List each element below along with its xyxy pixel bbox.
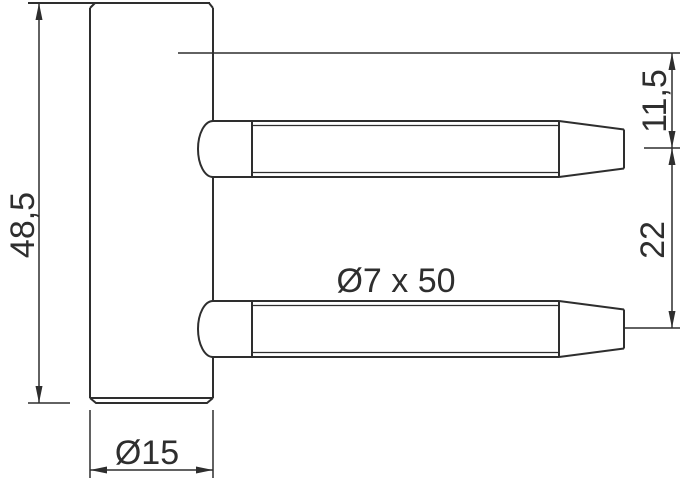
body-bottom-chamfer bbox=[89, 397, 214, 404]
lower-pin bbox=[197, 300, 625, 358]
dim-label-body-diameter: Ø15 bbox=[115, 434, 179, 472]
hinge-body bbox=[28, 2, 214, 404]
dim-body-diameter: Ø15 bbox=[89, 410, 214, 478]
body-top-right-chamfer bbox=[208, 2, 214, 9]
upper-pin-cap-arc bbox=[197, 120, 214, 178]
arrowhead-up-icon bbox=[668, 148, 676, 165]
dim-label-body-height: 48,5 bbox=[4, 192, 42, 258]
arrowhead-down-icon bbox=[35, 386, 43, 403]
arrowhead-left-icon bbox=[90, 466, 107, 474]
lower-pin-cap-arc bbox=[197, 300, 214, 358]
arrowhead-right-icon bbox=[196, 466, 213, 474]
dim-body-height: 48,5 bbox=[4, 3, 70, 404]
arrowhead-up-icon bbox=[668, 53, 676, 70]
upper-pin-taper-bottom bbox=[558, 167, 625, 178]
upper-pin bbox=[197, 120, 625, 178]
arrowhead-down-icon bbox=[668, 311, 676, 328]
dim-pin-top-offset: 11,5 bbox=[636, 53, 680, 149]
upper-pin-taper-top bbox=[558, 120, 625, 131]
body-top-left-chamfer bbox=[89, 2, 96, 9]
arrowhead-up-icon bbox=[35, 3, 43, 20]
dim-label-pin-spacing: 22 bbox=[634, 221, 672, 259]
arrowhead-down-icon bbox=[668, 131, 676, 148]
lower-pin-taper-bottom bbox=[558, 347, 625, 358]
pin-spec-label: Ø7 x 50 bbox=[336, 262, 455, 300]
lower-pin-taper-top bbox=[558, 300, 625, 311]
dim-label-pin-top-offset: 11,5 bbox=[636, 69, 674, 133]
dim-pin-spacing: 22 bbox=[625, 148, 680, 329]
